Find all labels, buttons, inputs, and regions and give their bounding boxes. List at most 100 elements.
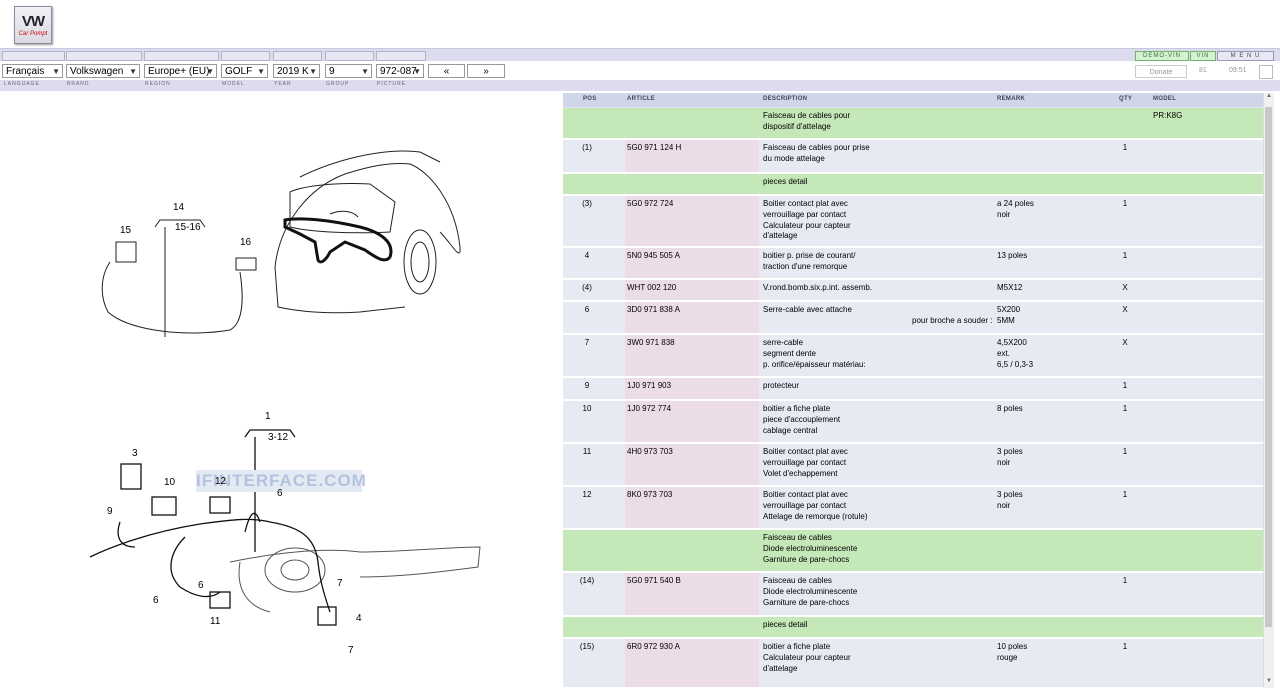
- selector-labels: LANGUAGE BRAND REGION MODEL YEAR GROUP P…: [0, 80, 1280, 91]
- picture-slot: [376, 51, 426, 61]
- article-cell[interactable]: 1J0 971 903: [627, 381, 672, 390]
- description-cell: Boitier contact plat avec verrouillage p…: [763, 490, 868, 521]
- bracket-14: [154, 219, 206, 228]
- next-button[interactable]: »: [467, 64, 505, 78]
- scroll-down-icon[interactable]: ▼: [1266, 678, 1272, 684]
- callout-6[interactable]: 6: [277, 488, 283, 499]
- article-cell[interactable]: 3D0 971 838 A: [627, 305, 680, 314]
- article-cell-bg: [625, 444, 759, 485]
- donate-button[interactable]: Donate: [1135, 65, 1187, 78]
- table-group-row[interactable]: Faisceau de cables pour dispositif d'att…: [563, 108, 1263, 140]
- demo-vin-button[interactable]: DEMO-VIN: [1135, 51, 1189, 61]
- region-select[interactable]: Europe+ (EU)▼: [144, 64, 217, 78]
- year-select[interactable]: 2019 K▼: [273, 64, 320, 78]
- header-qty: QTY: [1119, 96, 1133, 102]
- model-select[interactable]: GOLF▼: [221, 64, 268, 78]
- options-checkbox[interactable]: [1259, 65, 1273, 79]
- vw-logo[interactable]: VW Car Pompt: [14, 6, 52, 44]
- article-cell[interactable]: 4H0 973 703: [627, 447, 673, 456]
- article-cell-bg: [625, 335, 759, 376]
- article-cell[interactable]: 6R0 972 930 A: [627, 642, 680, 651]
- pos-cell: (4): [582, 283, 592, 292]
- remark-cell: 5X200 5MM: [997, 305, 1021, 325]
- article-cell[interactable]: 5G0 972 724: [627, 199, 674, 208]
- region-slot: [144, 51, 219, 61]
- language-select[interactable]: Français▼: [2, 64, 63, 78]
- brand-select[interactable]: Volkswagen▼: [66, 64, 140, 78]
- article-cell-bg: [625, 196, 759, 246]
- picture-select[interactable]: 972-087▼: [376, 64, 424, 78]
- article-cell[interactable]: 3W0 971 838: [627, 338, 675, 347]
- qty-cell: X: [1122, 338, 1128, 347]
- article-cell[interactable]: 5N0 945 505 A: [627, 251, 680, 260]
- pos-cell: 4: [584, 251, 590, 260]
- callout-15[interactable]: 15: [120, 225, 132, 236]
- qty-cell: X: [1122, 283, 1128, 292]
- callout-1[interactable]: 1: [265, 411, 271, 422]
- clock: 09:51: [1229, 67, 1247, 74]
- table-group-row[interactable]: pieces detail: [563, 617, 1263, 639]
- article-cell[interactable]: 8K0 973 703: [627, 490, 673, 499]
- table-group-row[interactable]: pieces detail: [563, 174, 1263, 196]
- callout-9[interactable]: 9: [107, 506, 113, 517]
- article-cell[interactable]: 1J0 972 774: [627, 404, 672, 413]
- model-value: GOLF: [225, 66, 253, 77]
- callout-11[interactable]: 11: [210, 616, 221, 627]
- scroll-thumb[interactable]: [1265, 107, 1272, 627]
- callout-15-16[interactable]: 15-16: [175, 222, 201, 233]
- prev-button[interactable]: «: [428, 64, 465, 78]
- scroll-up-icon[interactable]: ▲: [1266, 93, 1272, 99]
- logo-subtext: Car Pompt: [18, 31, 48, 37]
- vin-button[interactable]: VIN: [1190, 51, 1216, 61]
- callout-14[interactable]: 14: [173, 202, 185, 213]
- language-slot: [2, 51, 65, 61]
- parts-table: POS ARTICLE DESCRIPTION REMARK QTY MODEL…: [563, 93, 1263, 688]
- brand-slot: [66, 51, 142, 61]
- chevron-down-icon: ▼: [52, 67, 60, 76]
- callout-7[interactable]: 7: [348, 645, 354, 656]
- year-slot: [273, 51, 322, 61]
- callout-12[interactable]: 12: [215, 476, 227, 487]
- callout-10[interactable]: 10: [164, 477, 176, 488]
- group-select[interactable]: 9▼: [325, 64, 372, 78]
- article-cell[interactable]: 5G0 971 124 H: [627, 143, 682, 152]
- table-header: POS ARTICLE DESCRIPTION REMARK QTY MODEL: [563, 93, 1263, 107]
- callout-16[interactable]: 16: [240, 237, 252, 248]
- callout-3[interactable]: 3: [132, 448, 138, 459]
- table-group-row[interactable]: Faisceau de cables Diode electroluminesc…: [563, 530, 1263, 573]
- description-cell: Faisceau de cables pour prise du mode at…: [763, 143, 870, 163]
- pos-cell: 11: [582, 447, 592, 456]
- table-scrollbar[interactable]: ▲ ▼: [1263, 93, 1274, 688]
- menu-button[interactable]: M E N U: [1217, 51, 1274, 61]
- description-cell: Boitier contact plat avec verrouillage p…: [763, 199, 851, 241]
- callout-3-12[interactable]: 3-12: [268, 432, 289, 443]
- callout-7[interactable]: 7: [337, 578, 343, 589]
- callout-6[interactable]: 6: [198, 580, 204, 591]
- description-cell: boitier p. prise de courant/ traction d'…: [763, 251, 856, 271]
- qty-cell: 1: [1122, 490, 1128, 499]
- pos-cell: (14): [579, 576, 595, 585]
- header-pos: POS: [583, 96, 597, 102]
- article-cell[interactable]: WHT 002 120: [627, 283, 677, 292]
- label-brand: BRAND: [67, 81, 90, 87]
- article-cell[interactable]: 5G0 971 540 B: [627, 576, 681, 585]
- remark-cell: 4,5X200 ext. 6,5 / 0,3-3: [997, 338, 1034, 369]
- callout-6[interactable]: 6: [153, 595, 159, 606]
- chevron-down-icon: ▼: [309, 67, 317, 76]
- vw-emblem-outline: [329, 210, 359, 218]
- callout-4[interactable]: 4: [356, 613, 362, 624]
- chevron-down-icon: ▼: [129, 67, 137, 76]
- model-slot: [221, 51, 270, 61]
- table-row[interactable]: 4 5N0 945 505 A boitier p. prise de couran…: [563, 248, 1263, 280]
